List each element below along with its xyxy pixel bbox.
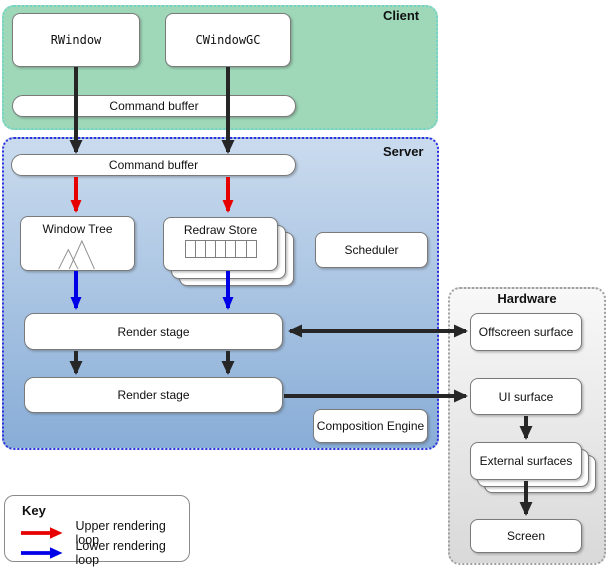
- box-render-stage-upper: Render stage: [24, 313, 283, 350]
- cwindowgc-label: CWindowGC: [195, 33, 261, 47]
- screen-label: Screen: [506, 529, 546, 543]
- box-scheduler: Scheduler: [315, 232, 428, 268]
- render-stage-upper-label: Render stage: [117, 324, 190, 339]
- key-blue-arrow-icon: [20, 547, 63, 559]
- hardware-title: Hardware: [497, 291, 557, 306]
- scheduler-label: Scheduler: [344, 243, 399, 257]
- box-rwindow: RWindow: [12, 13, 140, 67]
- box-cwindowgc: CWindowGC: [165, 13, 291, 67]
- window-tree-icon: [57, 239, 95, 270]
- box-client-command-buffer: Command buffer: [12, 95, 296, 117]
- client-title: Client: [383, 8, 420, 23]
- key-box: Key Upper rendering loop Lower rendering…: [4, 495, 190, 567]
- box-offscreen-surface: Offscreen surface: [470, 313, 582, 351]
- client-command-buffer-label: Command buffer: [109, 99, 199, 113]
- external-surfaces-label: External surfaces: [479, 454, 573, 468]
- rwindow-label: RWindow: [50, 33, 102, 47]
- key-lower-label: Lower rendering loop: [75, 539, 166, 567]
- key-item-lower: Lower rendering loop: [20, 539, 189, 567]
- box-window-tree: Window Tree: [20, 216, 135, 271]
- redraw-store-buffer-strip-icon: [184, 240, 257, 258]
- box-composition-engine: Composition Engine: [313, 409, 428, 443]
- composition-engine-label: Composition Engine: [316, 419, 425, 433]
- box-redraw-store: Redraw Store: [163, 217, 278, 271]
- box-external-surfaces: External surfaces: [470, 442, 582, 480]
- key-upper-label: Upper rendering loop: [75, 519, 166, 547]
- server-command-buffer-label: Command buffer: [108, 158, 199, 172]
- key-title: Key: [22, 503, 46, 518]
- offscreen-surface-label: Offscreen surface: [478, 325, 574, 339]
- redraw-store-label: Redraw Store: [183, 223, 258, 237]
- render-stage-lower-label: Render stage: [117, 388, 190, 402]
- key-item-upper: Upper rendering loop: [20, 519, 189, 547]
- box-ui-surface: UI surface: [470, 378, 582, 415]
- box-screen: Screen: [470, 519, 582, 553]
- box-server-command-buffer: Command buffer: [11, 154, 296, 176]
- ui-surface-label: UI surface: [498, 389, 554, 404]
- server-title: Server: [383, 144, 424, 159]
- box-render-stage-lower: Render stage: [24, 377, 283, 413]
- key-red-arrow-icon: [20, 527, 63, 539]
- window-tree-label: Window Tree: [42, 222, 113, 236]
